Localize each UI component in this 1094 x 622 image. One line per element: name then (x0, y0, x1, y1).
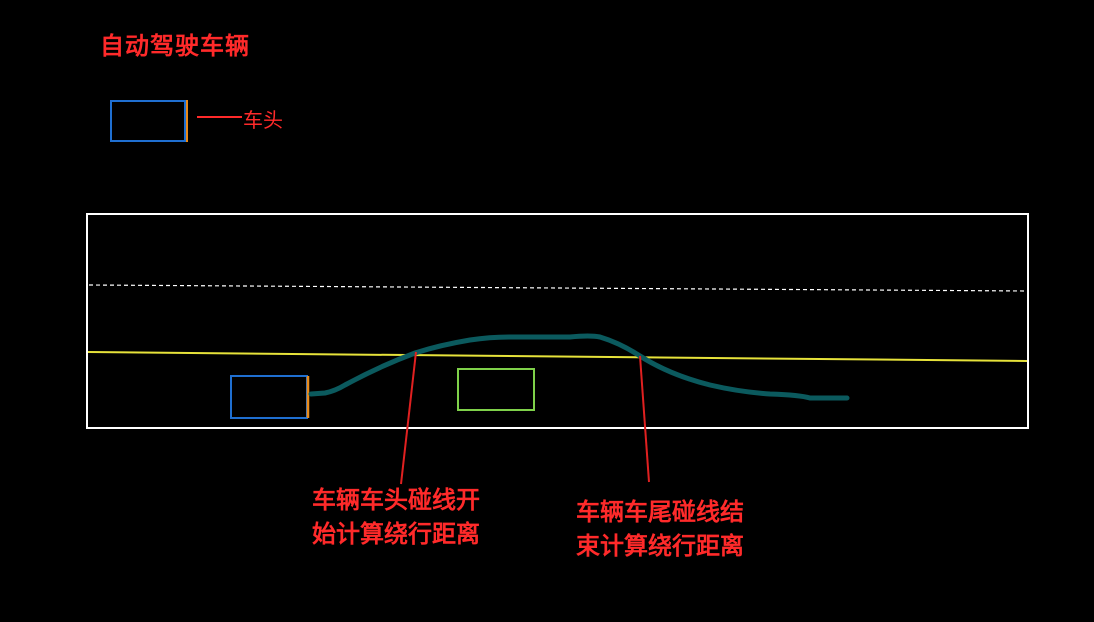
end-annotation-line2: 束计算绕行距离 (576, 532, 744, 560)
start-annotation: 车辆车头碰线开 始计算绕行距离 (312, 483, 480, 551)
end-pointer-line (639, 355, 650, 483)
end-annotation: 车辆车尾碰线结 束计算绕行距离 (576, 495, 744, 563)
ego-vehicle (230, 375, 308, 419)
legend-vehicle-box (110, 100, 186, 142)
dashed-lane-line (88, 284, 1027, 292)
road-boundary (86, 213, 1029, 429)
legend-head-label: 车头 (243, 108, 283, 132)
diagram-title: 自动驾驶车辆 (100, 32, 250, 60)
start-annotation-line2: 始计算绕行距离 (312, 520, 480, 548)
start-pointer-line (400, 351, 417, 485)
end-annotation-line1: 车辆车尾碰线结 (576, 498, 744, 526)
legend-vehicle-head-marker (186, 100, 188, 142)
yellow-lane-line (87, 351, 1028, 362)
obstacle-vehicle (457, 368, 535, 411)
legend-pointer-line (197, 116, 242, 118)
start-annotation-line1: 车辆车头碰线开 (312, 486, 480, 514)
detour-trajectory (308, 333, 850, 401)
